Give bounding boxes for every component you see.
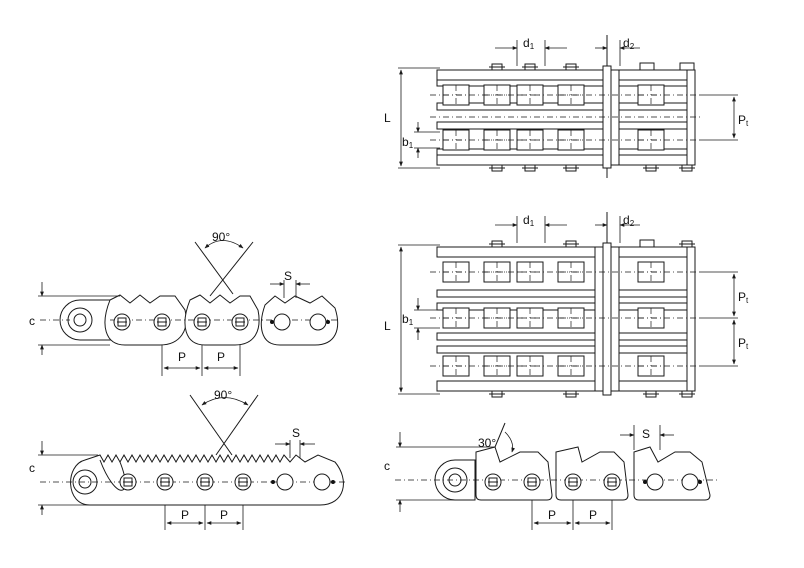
- label-c: c: [29, 314, 35, 328]
- label-P-2: P: [217, 350, 225, 364]
- label-d1: d1: [523, 36, 535, 51]
- top-view-triple-strand: [398, 212, 738, 398]
- label-S-3: S: [642, 427, 650, 441]
- label-b1: b1: [402, 135, 414, 150]
- label-L: L: [384, 111, 391, 125]
- label-L-2: L: [384, 319, 391, 333]
- label-P-6: P: [589, 508, 597, 522]
- label-Pt: Pt: [738, 113, 749, 128]
- label-c-3: c: [384, 459, 390, 473]
- label-P-5: P: [548, 508, 556, 522]
- top-view-double-strand: [398, 35, 738, 178]
- label-c-2: c: [29, 461, 35, 475]
- label-d1-2: d1: [523, 213, 535, 228]
- label-P-1: P: [178, 350, 186, 364]
- side-view-saw-tooth-chain: [38, 240, 340, 376]
- side-view-hook-tooth-chain: [395, 422, 720, 530]
- label-P-4: P: [220, 508, 228, 522]
- label-Pt-2: Pt: [738, 290, 749, 305]
- label-S-2: S: [292, 426, 300, 440]
- label-Pt-3: Pt: [738, 336, 749, 351]
- label-angle-30: 30°: [478, 436, 496, 450]
- side-view-fine-tooth-chain: [38, 394, 345, 530]
- label-b1-2: b1: [402, 312, 414, 327]
- label-S: S: [284, 269, 292, 283]
- label-angle-90: 90°: [212, 230, 230, 244]
- label-d2-2: d2: [623, 213, 635, 228]
- label-d2: d2: [623, 36, 635, 51]
- label-P-3: P: [181, 508, 189, 522]
- label-angle-90-2: 90°: [214, 388, 232, 402]
